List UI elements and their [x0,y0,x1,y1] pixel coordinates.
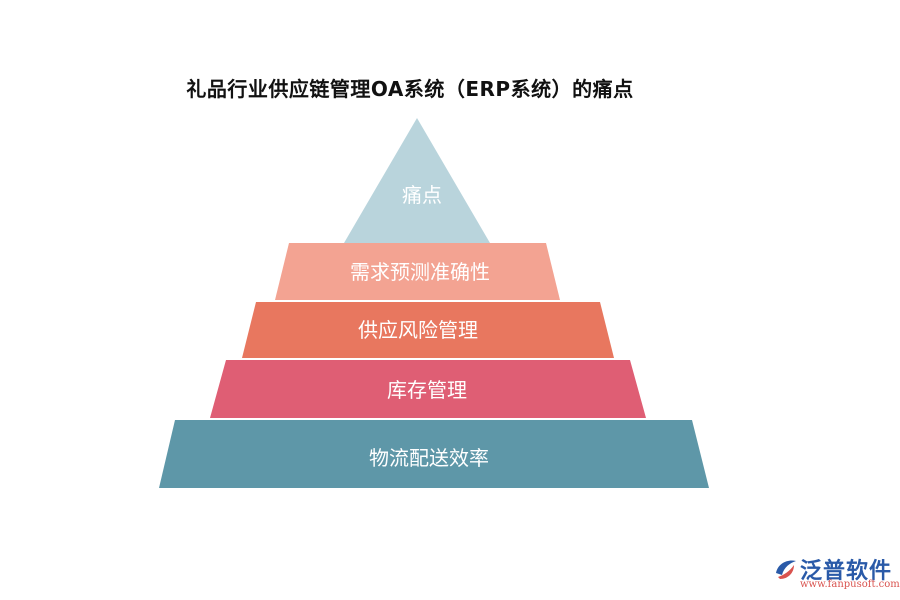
pyramid-layer-1 [344,118,490,243]
pyramid-layer-2 [275,243,560,300]
pyramid-layer-1-label: 痛点 [402,183,442,207]
fanpu-logo-icon [776,560,796,579]
pyramid-layer-4-label: 库存管理 [387,378,467,402]
brand-name: 泛普软件 [800,559,893,584]
pyramid-layer-3-label: 供应风险管理 [358,318,478,342]
pyramid-layer-2-label: 需求预测准确性 [350,260,490,284]
pyramid-layer-3 [242,302,614,358]
brand-url: www.fanpusoft.com [800,579,900,590]
brand-logo: 泛普软件 www.fanpusoft.com [772,551,900,595]
pyramid-layer-5-label: 物流配送效率 [369,446,489,470]
diagram-title: 礼品行业供应链管理OA系统（ERP系统）的痛点 [186,77,634,101]
pyramid-layer-5 [159,420,709,488]
pyramid-layer-4 [210,360,646,418]
